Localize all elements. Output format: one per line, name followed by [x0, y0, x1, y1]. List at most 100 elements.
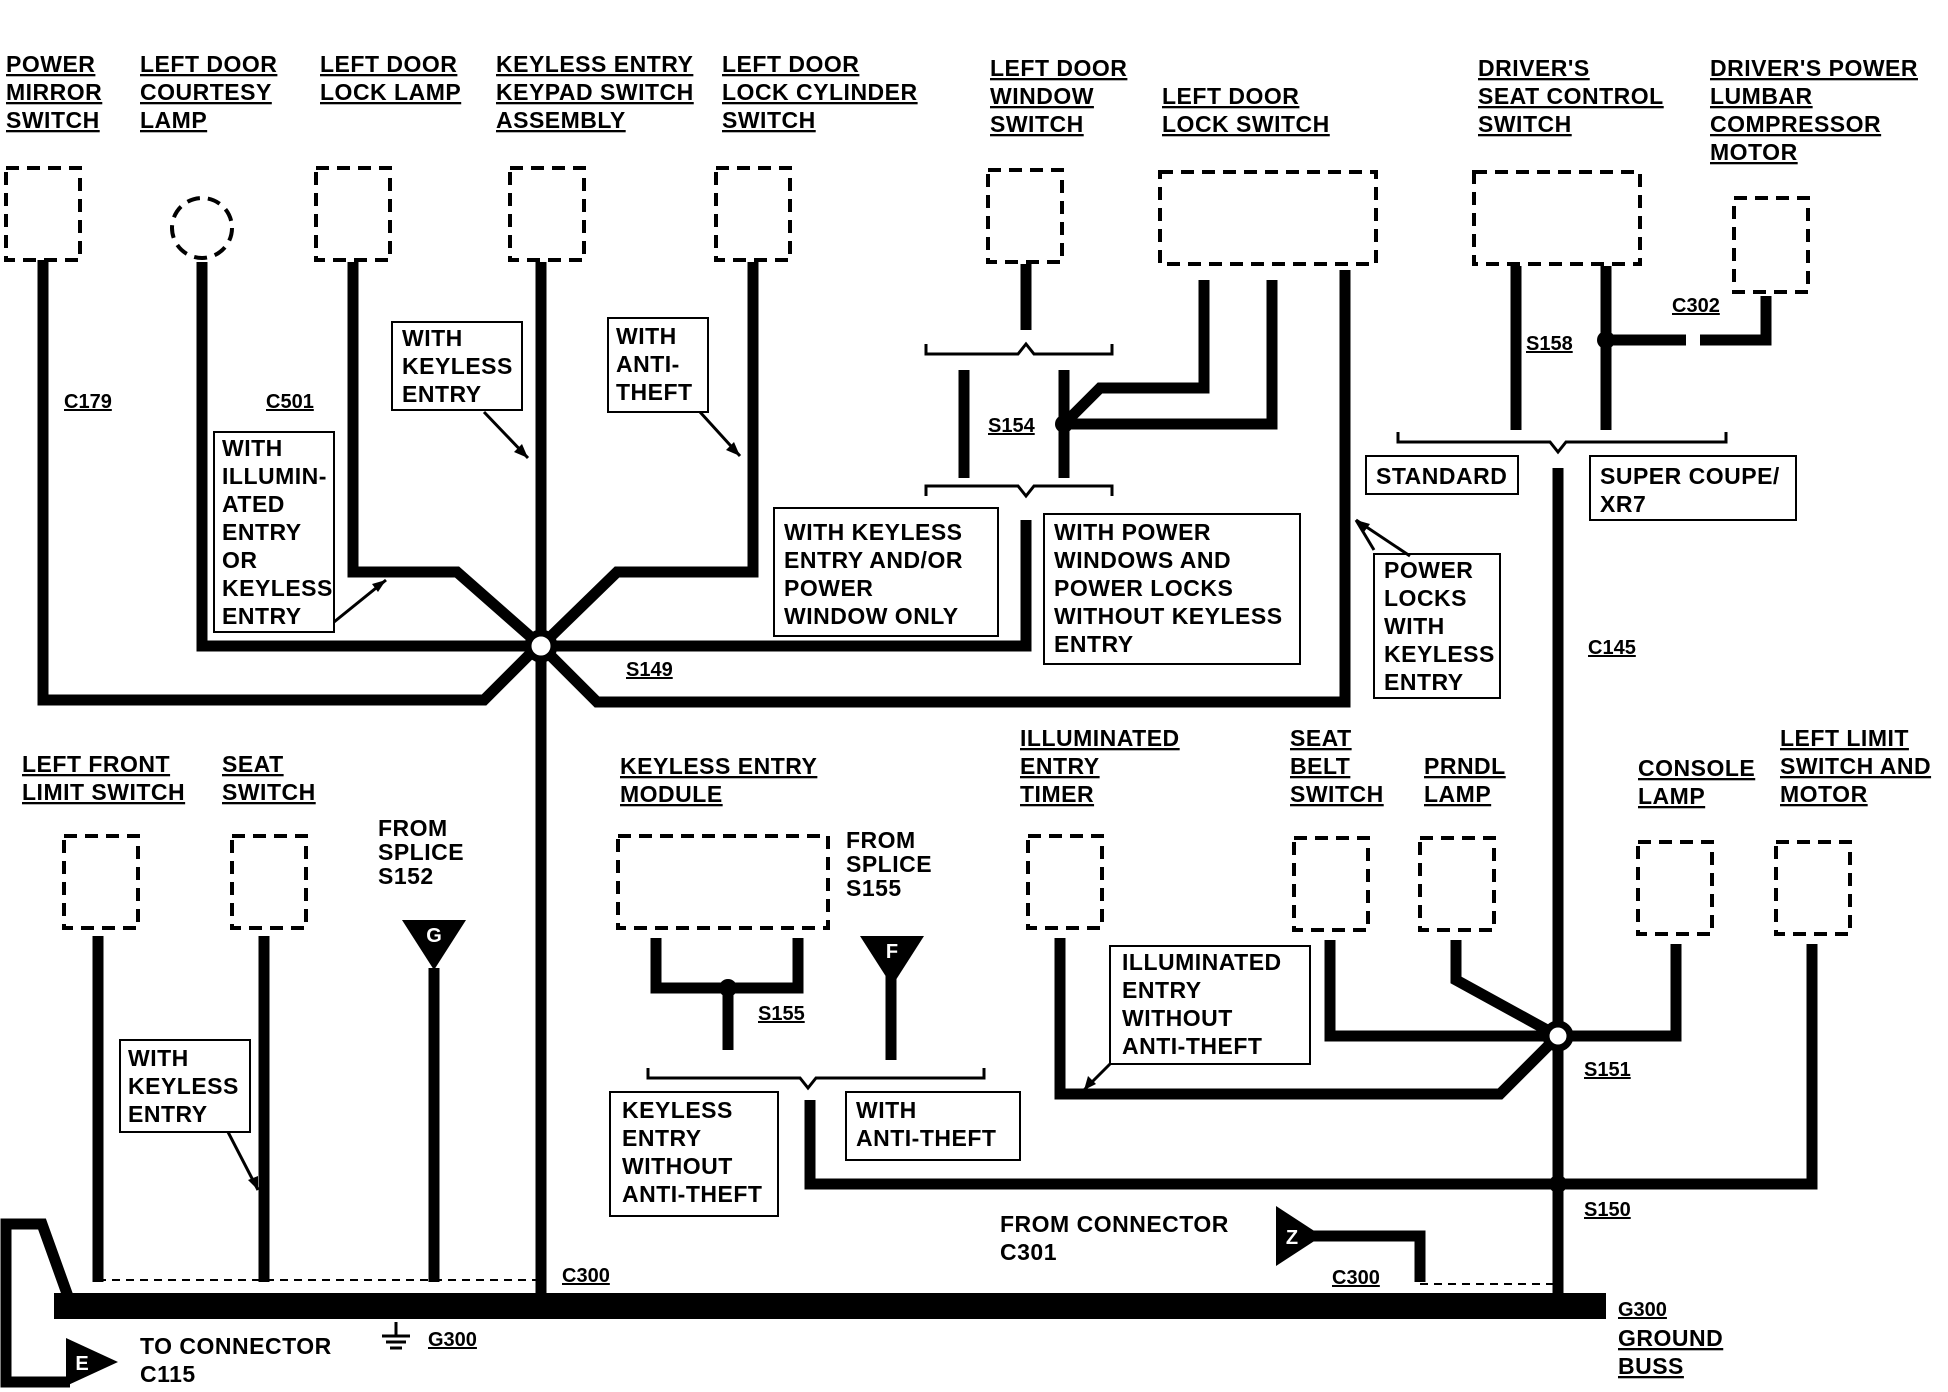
wire-prndl: [1450, 940, 1561, 1041]
svg-text:KEYLESS: KEYLESS: [128, 1073, 239, 1099]
svg-text:POWER: POWER: [784, 575, 873, 601]
courtesy-lamp-line-3: LAMP: [140, 107, 207, 133]
note-with-antitheft-bottom: WITH ANTI-THEFT: [845, 1091, 1021, 1161]
svg-text:WITH KEYLESS: WITH KEYLESS: [784, 519, 963, 545]
svg-text:WITHOUT: WITHOUT: [1122, 1005, 1233, 1031]
label-left-limit-motor: LEFT LIMIT SWITCH AND MOTOR: [1780, 725, 1931, 807]
svg-text:KEYLESS: KEYLESS: [222, 575, 333, 601]
splice-s155-node: [719, 979, 737, 997]
svg-text:E: E: [75, 1353, 88, 1375]
flag-g-from-splice-s152: G: [402, 920, 466, 970]
wire-seat-belt: [1324, 940, 1558, 1042]
seat-switch-box: [230, 834, 308, 930]
keyless-module-box: [616, 834, 830, 930]
svg-text:ENTRY: ENTRY: [402, 381, 482, 407]
seat-switch-line-1: SEAT: [222, 751, 284, 777]
connector-c179-label: C179: [64, 391, 112, 413]
window-switch-line-3: SWITCH: [990, 111, 1084, 137]
svg-text:ANTI-THEFT: ANTI-THEFT: [856, 1125, 996, 1151]
splice-s151-node: [1542, 1020, 1574, 1052]
svg-text:POWER LOCKS: POWER LOCKS: [1054, 575, 1233, 601]
label-left-door-window-switch: LEFT DOOR WINDOW SWITCH: [990, 55, 1127, 137]
label-to-connector-c115: TO CONNECTOR C115: [140, 1333, 331, 1387]
svg-text:ANTI-: ANTI-: [616, 351, 680, 377]
label-seat-belt-switch: SEAT BELT SWITCH: [1290, 725, 1383, 807]
illuminated-timer-line-2: ENTRY: [1020, 753, 1100, 779]
flag-z-from-connector: Z: [1276, 1206, 1322, 1266]
keypad-line-2: KEYPAD SWITCH: [496, 79, 694, 105]
note-illuminated-without-antitheft: ILLUMINATED ENTRY WITHOUT ANTI-THEFT: [1109, 945, 1311, 1065]
window-switch-box: [986, 168, 1064, 264]
seat-switch-line-2: SWITCH: [222, 779, 316, 805]
prndl-line-1: PRNDL: [1424, 753, 1506, 779]
svg-text:S155: S155: [846, 875, 902, 901]
svg-text:LOCKS: LOCKS: [1384, 585, 1467, 611]
console-lamp-box: [1636, 840, 1714, 936]
label-ground-buss: G300 GROUND BUSS: [1618, 1299, 1723, 1379]
svg-text:ILLUMIN-: ILLUMIN-: [222, 463, 327, 489]
connector-c300-left-label: C300: [562, 1265, 610, 1287]
seat-control-line-2: SEAT CONTROL: [1478, 83, 1664, 109]
svg-text:KEYLESS: KEYLESS: [1384, 641, 1495, 667]
svg-text:XR7: XR7: [1600, 491, 1646, 517]
wire-lock-switch-to-s154-b: [1064, 280, 1278, 430]
splice-s154-node: [1055, 415, 1073, 433]
keypad-line-1: KEYLESS ENTRY: [496, 51, 693, 77]
lock-lamp-line-1: LEFT DOOR: [320, 51, 457, 77]
connector-c302-label: C302: [1672, 295, 1720, 317]
svg-text:SPLICE: SPLICE: [378, 839, 464, 865]
seat-control-line-3: SWITCH: [1478, 111, 1572, 137]
lumbar-box: [1732, 196, 1810, 294]
wire-power-mirror: [37, 260, 545, 706]
lock-lamp-line-2: LOCK LAMP: [320, 79, 461, 105]
splice-s149-label: S149: [626, 659, 673, 681]
label-drivers-seat-control: DRIVER'S SEAT CONTROL SWITCH: [1478, 55, 1664, 137]
svg-text:ENTRY: ENTRY: [622, 1125, 702, 1151]
prndl-line-2: LAMP: [1424, 781, 1491, 807]
label-left-door-lock-lamp: LEFT DOOR LOCK LAMP: [320, 51, 461, 105]
keyless-module-line-2: MODULE: [620, 781, 723, 807]
lumbar-line-2: LUMBAR: [1710, 83, 1813, 109]
wire-from-c301: [1310, 1230, 1426, 1282]
svg-text:WITH: WITH: [856, 1097, 917, 1123]
svg-text:GROUND: GROUND: [1618, 1325, 1723, 1351]
ground-symbol-g300: [382, 1322, 410, 1350]
note-keyless-power-window: WITH KEYLESS ENTRY AND/OR POWER WINDOW O…: [773, 507, 999, 637]
svg-text:Z: Z: [1286, 1227, 1298, 1249]
lumbar-line-1: DRIVER'S POWER: [1710, 55, 1918, 81]
svg-text:WITHOUT KEYLESS: WITHOUT KEYLESS: [1054, 603, 1283, 629]
wire-antitheft-to-s150: [804, 1100, 1558, 1190]
svg-text:ENTRY: ENTRY: [222, 603, 302, 629]
label-console-lamp: CONSOLE LAMP: [1638, 755, 1755, 809]
svg-text:KEYLESS: KEYLESS: [622, 1097, 733, 1123]
option-braces: [646, 341, 1728, 1091]
svg-text:WITH: WITH: [222, 435, 283, 461]
power-mirror-switch-line-2: MIRROR: [6, 79, 102, 105]
svg-text:OR: OR: [222, 547, 258, 573]
label-from-connector-c301: FROM CONNECTOR C301: [1000, 1211, 1228, 1265]
splice-s151-label: S151: [1584, 1059, 1631, 1081]
ground-buss-bar: [54, 1293, 1606, 1319]
ground-g300-label: G300: [428, 1329, 477, 1351]
label-power-mirror-switch: POWER MIRROR SWITCH: [6, 51, 102, 133]
splice-s150-label: S150: [1584, 1199, 1631, 1221]
svg-text:BUSS: BUSS: [1618, 1353, 1684, 1379]
splice-s154-label: S154: [988, 415, 1036, 437]
svg-text:G300: G300: [1618, 1299, 1667, 1321]
left-limit-line-1: LEFT LIMIT: [1780, 725, 1909, 751]
svg-text:C115: C115: [140, 1361, 196, 1387]
left-front-limit-box: [62, 834, 140, 930]
console-lamp-line-1: CONSOLE: [1638, 755, 1755, 781]
illuminated-timer-line-1: ILLUMINATED: [1020, 725, 1180, 751]
svg-text:KEYLESS: KEYLESS: [402, 353, 513, 379]
svg-text:STANDARD: STANDARD: [1376, 463, 1507, 489]
left-front-limit-line-2: LIMIT SWITCH: [22, 779, 185, 805]
label-drivers-lumbar: DRIVER'S POWER LUMBAR COMPRESSOR MOTOR: [1710, 55, 1918, 165]
note-with-illuminated-entry: WITH ILLUMIN- ATED ENTRY OR KEYLESS ENTR…: [213, 431, 335, 633]
seat-control-line-1: DRIVER'S: [1478, 55, 1590, 81]
svg-text:ENTRY: ENTRY: [128, 1101, 208, 1127]
note-standard: STANDARD: [1365, 455, 1519, 495]
window-switch-line-2: WINDOW: [990, 83, 1094, 109]
seat-control-box: [1472, 170, 1642, 266]
svg-text:WITH POWER: WITH POWER: [1054, 519, 1211, 545]
